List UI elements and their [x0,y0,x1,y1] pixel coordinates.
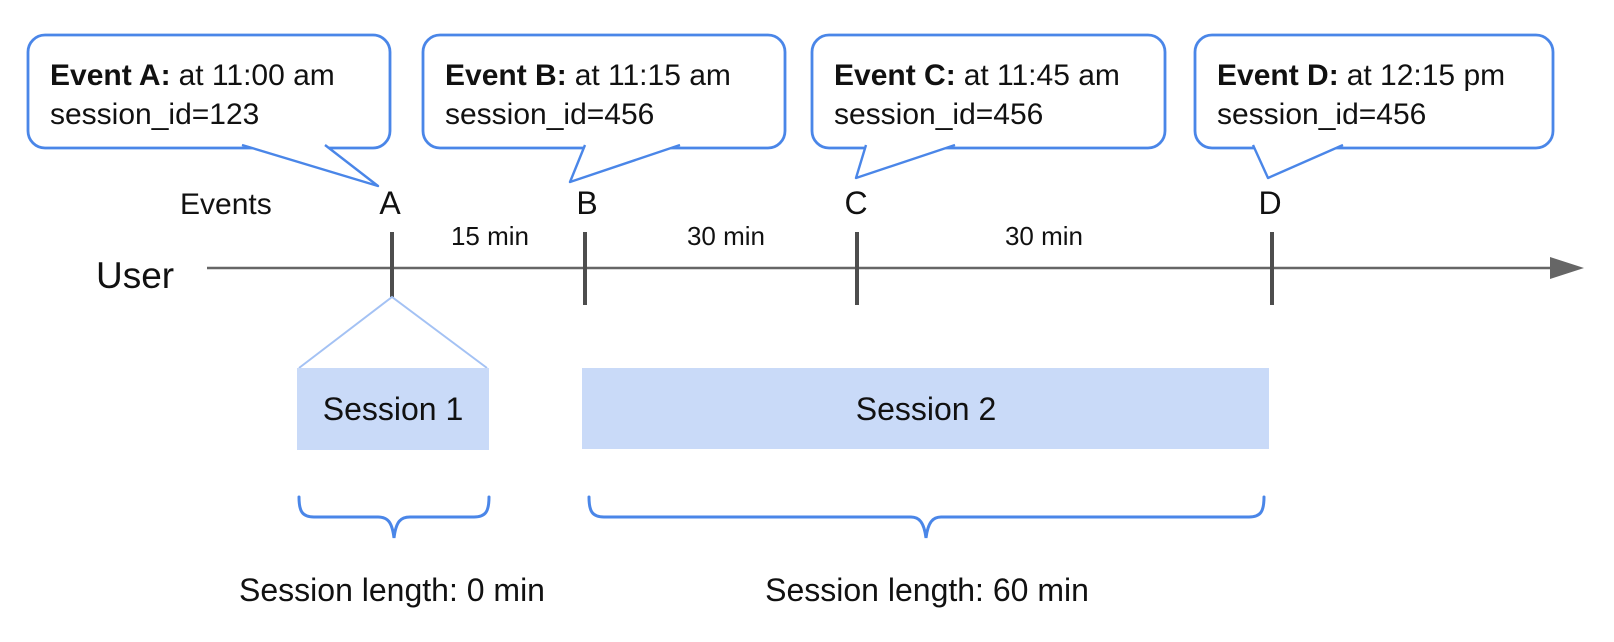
session-2-label: Session 2 [856,391,997,427]
interval-label-a-b: 15 min [451,221,529,251]
bubble-d-tail [1251,143,1344,180]
bubble-a-line1: Event A:at 11:00 am [50,59,335,92]
interval-label-c-d: 30 min [1005,221,1083,251]
bubble-a-detail: at 11:00 am [179,59,335,92]
timeline-axis [207,257,1584,279]
bubble-c-detail: at 11:45 am [964,59,1120,92]
session-1-length-label: Session length: 0 min [239,572,545,608]
speech-bubble-event-b: Event B:at 11:15 am session_id=456 [421,33,787,184]
bubble-b-tail [568,143,681,184]
event-letter-b: B [576,185,597,221]
session-1-rect [297,368,489,450]
session-1-brace [297,495,491,539]
session-1-label: Session 1 [323,391,464,427]
bubble-d-line1: Event D:at 12:15 pm [1217,59,1505,92]
bubble-c-tail [854,143,956,180]
bubble-c-line1: Event C:at 11:45 am [834,59,1120,92]
bubble-a-tail [241,143,380,188]
bubble-a-box [26,33,392,150]
session-2-length-label: Session length: 60 min [765,572,1089,608]
bubble-d-session-id: session_id=456 [1217,98,1426,131]
interval-label-b-c: 30 min [687,221,765,251]
bubble-d-detail: at 12:15 pm [1347,59,1505,92]
bubble-c-title: Event C: [834,59,956,92]
session1-funnel-lines [298,295,488,369]
event-letter-a: A [379,185,401,221]
events-axis-label: Events [180,188,272,221]
bubble-c-box [810,33,1167,150]
bubble-b-line1: Event B:at 11:15 am [445,59,731,92]
speech-bubble-event-a: Event A:at 11:00 am session_id=123 [26,33,392,188]
user-row-label: User [96,255,174,296]
session-2-brace [587,495,1266,539]
bubble-a-session-id: session_id=123 [50,98,259,131]
speech-bubble-event-c: Event C:at 11:45 am session_id=456 [810,33,1167,180]
event-letter-d: D [1258,185,1281,221]
bubble-a-title: Event A: [50,59,171,92]
bubble-b-detail: at 11:15 am [575,59,731,92]
event-letter-c: C [844,185,867,221]
bubble-b-session-id: session_id=456 [445,98,654,131]
bubble-d-title: Event D: [1217,59,1339,92]
speech-bubble-event-d: Event D:at 12:15 pm session_id=456 [1193,33,1555,180]
session-2-bar: Session 2 [582,368,1269,449]
session-2-rect [582,368,1269,449]
session-1-bar: Session 1 [297,368,489,450]
timeline-arrow-icon [1550,257,1584,279]
bubble-b-title: Event B: [445,59,567,92]
bubble-d-box [1193,33,1555,150]
bubble-c-session-id: session_id=456 [834,98,1043,131]
